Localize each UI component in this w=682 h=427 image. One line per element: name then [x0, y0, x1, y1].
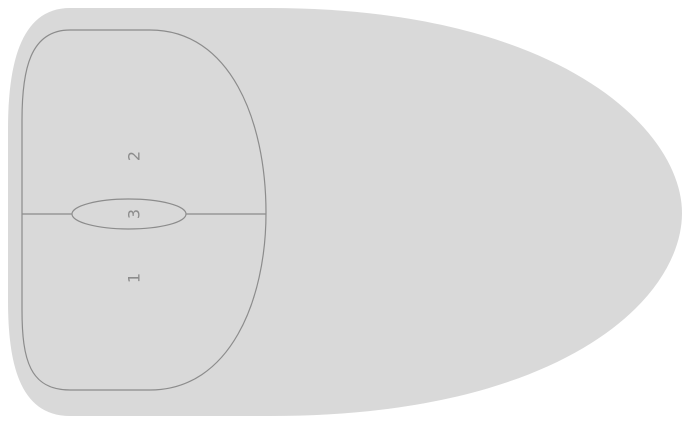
- button-2[interactable]: [24, 34, 262, 212]
- button-2-label: 2: [125, 151, 144, 161]
- button-1-label: 1: [125, 273, 144, 283]
- scroll-wheel-label: 3: [125, 209, 144, 219]
- button-1[interactable]: [24, 216, 262, 388]
